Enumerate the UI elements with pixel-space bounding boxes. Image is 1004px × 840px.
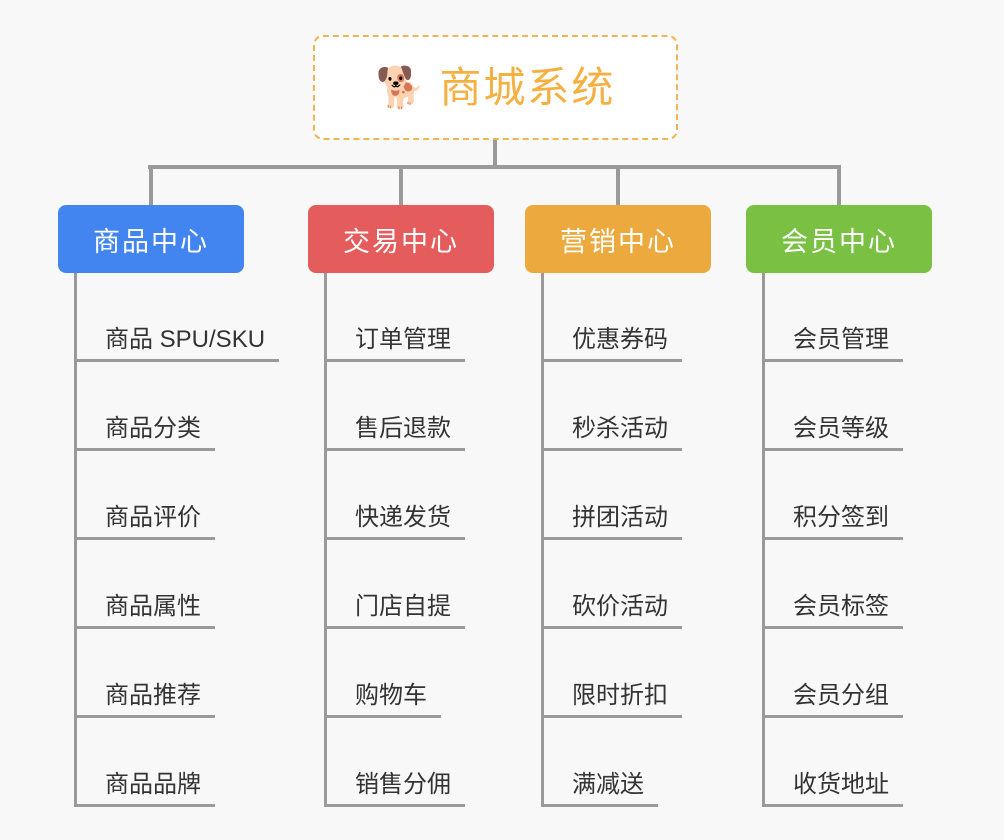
list-item[interactable]: 会员等级	[765, 362, 932, 451]
list-item[interactable]: 商品 SPU/SKU	[77, 273, 280, 362]
list-item[interactable]: 会员分组	[765, 629, 932, 718]
list-item[interactable]: 会员管理	[765, 273, 932, 362]
column-4: 会员中心会员管理会员等级积分签到会员标签会员分组收货地址	[746, 205, 932, 807]
column-header-2[interactable]: 交易中心	[308, 205, 494, 273]
column-2: 交易中心订单管理售后退款快递发货门店自提购物车销售分佣	[308, 205, 494, 807]
column-header-1[interactable]: 商品中心	[58, 205, 244, 273]
connector-drop-2	[399, 165, 403, 205]
list-item[interactable]: 快递发货	[327, 451, 494, 540]
list-item[interactable]: 门店自提	[327, 540, 494, 629]
column-1: 商品中心商品 SPU/SKU 商品分类商品评价商品属性商品推荐商品品牌	[58, 205, 280, 807]
list-item-label: 快递发货	[327, 504, 465, 540]
list-item-label: 订单管理	[327, 326, 465, 362]
list-item[interactable]: 订单管理	[327, 273, 494, 362]
list-item-label: 会员管理	[765, 326, 903, 362]
list-item-label: 商品评价	[77, 504, 215, 540]
list-item-label: 优惠券码	[544, 326, 682, 362]
list-item-label: 会员等级	[765, 415, 903, 451]
list-item[interactable]: 购物车	[327, 629, 494, 718]
list-item[interactable]: 收货地址	[765, 718, 932, 807]
list-item[interactable]: 秒杀活动	[544, 362, 711, 451]
list-item[interactable]: 会员标签	[765, 540, 932, 629]
list-item[interactable]: 拼团活动	[544, 451, 711, 540]
column-header-4[interactable]: 会员中心	[746, 205, 932, 273]
connector-drop-3	[616, 165, 620, 205]
list-item[interactable]: 商品分类	[77, 362, 244, 451]
connector-drop-4	[837, 165, 841, 205]
list-item[interactable]: 商品品牌	[77, 718, 244, 807]
list-item-label: 砍价活动	[544, 593, 682, 629]
list-item[interactable]: 砍价活动	[544, 540, 711, 629]
column-item-list-2: 订单管理售后退款快递发货门店自提购物车销售分佣	[324, 273, 494, 807]
list-item-label: 限时折扣	[544, 682, 682, 718]
list-item[interactable]: 商品评价	[77, 451, 244, 540]
list-item-label: 商品分类	[77, 415, 215, 451]
list-item-label: 秒杀活动	[544, 415, 682, 451]
list-item[interactable]: 优惠券码	[544, 273, 711, 362]
root-node-mall-system[interactable]: 🐕 商城系统	[313, 35, 678, 140]
list-item[interactable]: 积分签到	[765, 451, 932, 540]
list-item-label: 拼团活动	[544, 504, 682, 540]
list-item-label: 销售分佣	[327, 771, 465, 807]
list-item-label: 商品品牌	[77, 771, 215, 807]
list-item[interactable]: 限时折扣	[544, 629, 711, 718]
list-item-label: 商品 SPU/SKU	[77, 326, 280, 362]
list-item-label: 积分签到	[765, 504, 903, 540]
list-item[interactable]: 商品属性	[77, 540, 244, 629]
column-item-list-3: 优惠券码秒杀活动拼团活动砍价活动限时折扣满减送	[541, 273, 711, 807]
list-item[interactable]: 售后退款	[327, 362, 494, 451]
connector-root-stem	[493, 140, 497, 168]
list-item-label: 会员分组	[765, 682, 903, 718]
column-header-3[interactable]: 营销中心	[525, 205, 711, 273]
column-item-list-4: 会员管理会员等级积分签到会员标签会员分组收货地址	[762, 273, 932, 807]
list-item[interactable]: 商品推荐	[77, 629, 244, 718]
list-item[interactable]: 销售分佣	[327, 718, 494, 807]
column-item-list-1: 商品 SPU/SKU 商品分类商品评价商品属性商品推荐商品品牌	[74, 273, 280, 807]
list-item[interactable]: 满减送	[544, 718, 711, 807]
list-item-label: 会员标签	[765, 593, 903, 629]
list-item-label: 商品属性	[77, 593, 215, 629]
shiba-dog-face-icon: 🐕	[375, 65, 426, 110]
root-node-label: 商城系统	[439, 63, 616, 111]
list-item-label: 商品推荐	[77, 682, 215, 718]
list-item-label: 收货地址	[765, 771, 903, 807]
list-item-label: 满减送	[544, 771, 658, 807]
connector-horizontal-bus	[148, 165, 838, 169]
list-item-label: 购物车	[327, 682, 441, 718]
list-item-label: 售后退款	[327, 415, 465, 451]
connector-drop-1	[149, 165, 153, 205]
list-item-label: 门店自提	[327, 593, 465, 629]
column-3: 营销中心优惠券码秒杀活动拼团活动砍价活动限时折扣满减送	[525, 205, 711, 807]
